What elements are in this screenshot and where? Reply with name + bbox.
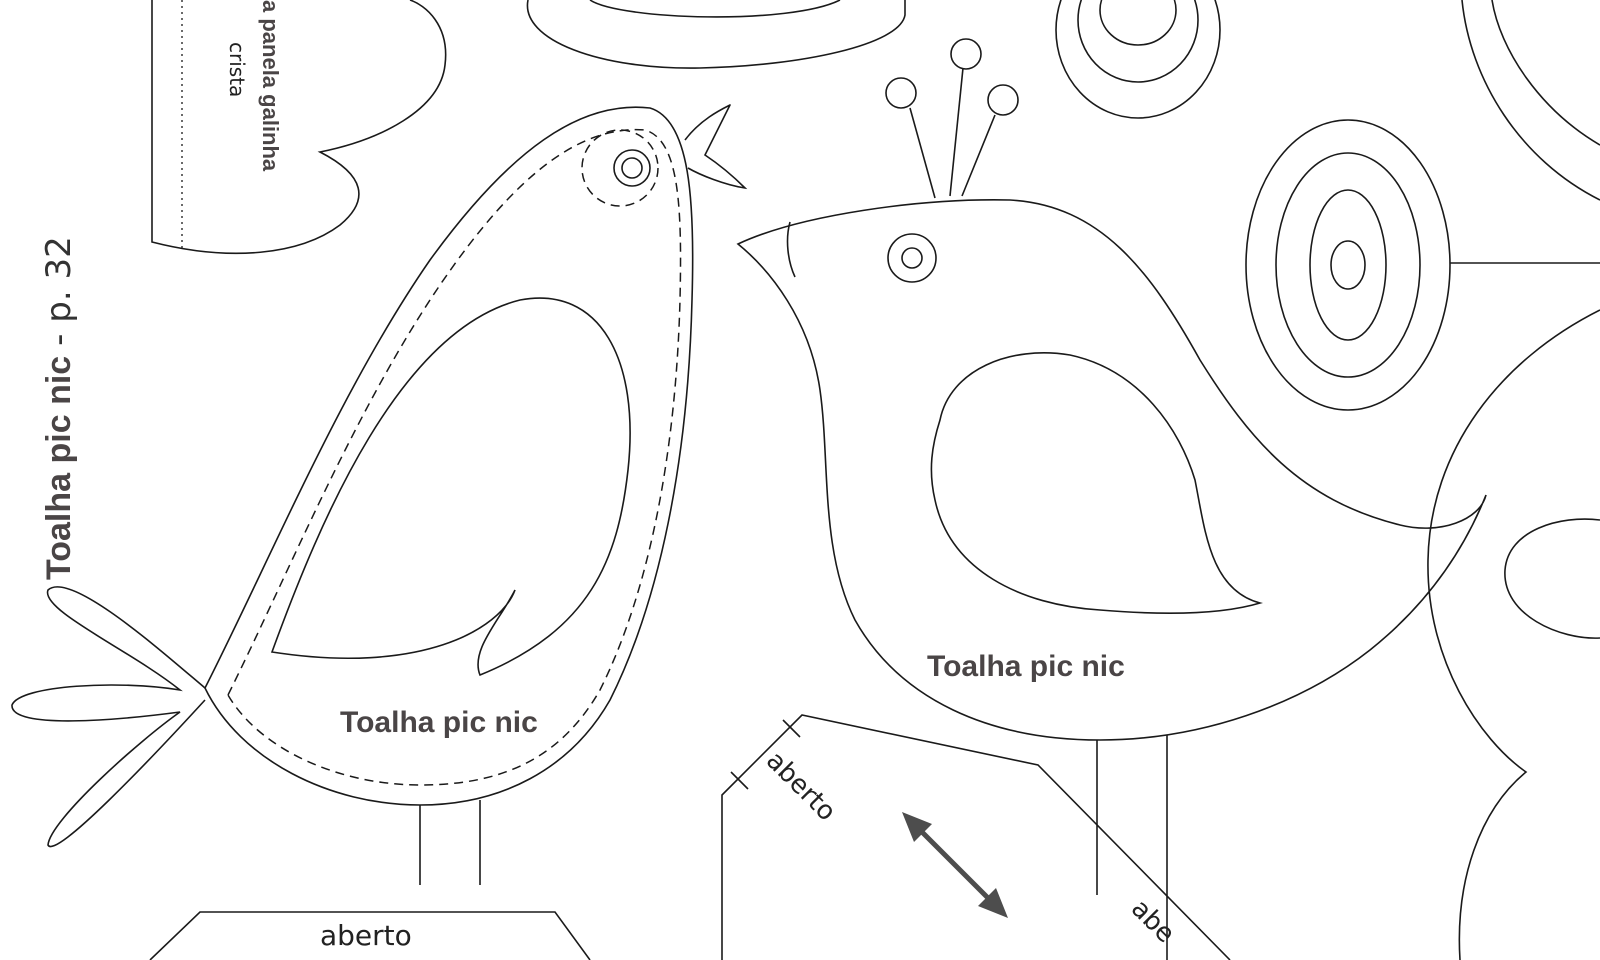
bottom-left-piece: aberto <box>149 911 591 960</box>
side-title: Toalha pic nic- p. 32 <box>39 236 79 580</box>
bird-left: Toalha pic nic <box>11 103 748 885</box>
crest-label-bold: a panela galinha <box>258 0 283 172</box>
open-label-diagonal: aberto <box>760 746 841 827</box>
ring-pattern-top <box>1055 0 1221 119</box>
bird-left-label: Toalha pic nic <box>340 706 538 739</box>
ring-partial-top-right <box>1461 0 1600 201</box>
right-edge-oval <box>1504 518 1600 639</box>
open-label-bottom-left: aberto <box>320 919 412 952</box>
bird-right: Toalha pic nic <box>736 38 1487 960</box>
crest-piece: a panela galinha crista <box>151 0 447 255</box>
top-oval-piece <box>526 0 906 69</box>
right-edge-piece <box>1427 309 1600 960</box>
grain-arrow <box>902 812 1008 918</box>
ring-partial-top-right-2 <box>1491 0 1600 146</box>
ring-pattern-right <box>1245 119 1600 411</box>
top-oval-inner <box>589 0 841 18</box>
crest-label: crista <box>225 42 249 97</box>
bird-right-label: Toalha pic nic <box>927 650 1125 683</box>
bottom-center-piece: aberto abe <box>721 714 1231 960</box>
